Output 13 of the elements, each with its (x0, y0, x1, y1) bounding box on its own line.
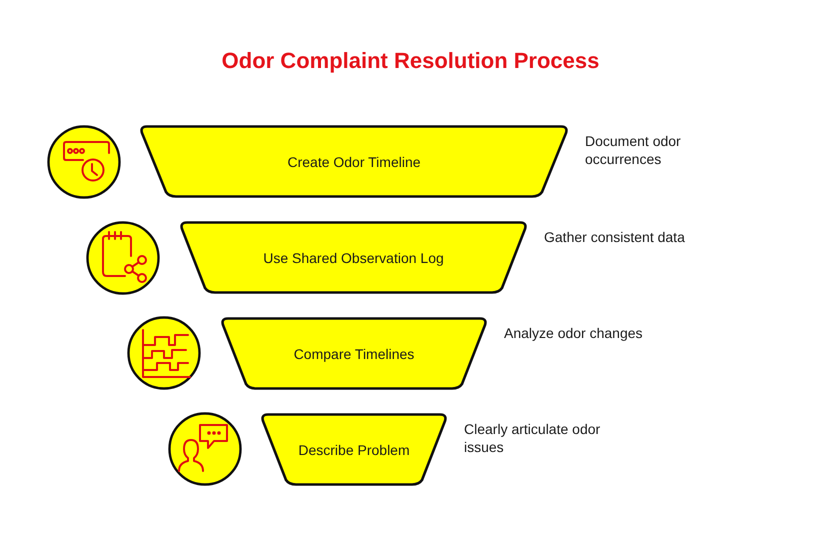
stage-label: Create Odor Timeline (287, 154, 421, 170)
funnel-stage (180, 221, 527, 294)
funnel-stage (261, 413, 447, 486)
funnel-stage (221, 317, 487, 390)
stage-description: Clearly articulate odor issues (464, 420, 602, 456)
stage-label: Describe Problem (298, 442, 410, 458)
stage-label: Compare Timelines (294, 346, 414, 362)
stage-label: Use Shared Observation Log (263, 250, 444, 266)
stage-description: Document odor occurrences (585, 132, 682, 168)
diagram-title: Odor Complaint Resolution Process (222, 48, 600, 73)
stage-description: Analyze odor changes (504, 324, 643, 342)
stage-description: Gather consistent data (544, 228, 685, 246)
funnel-stage (140, 125, 568, 198)
